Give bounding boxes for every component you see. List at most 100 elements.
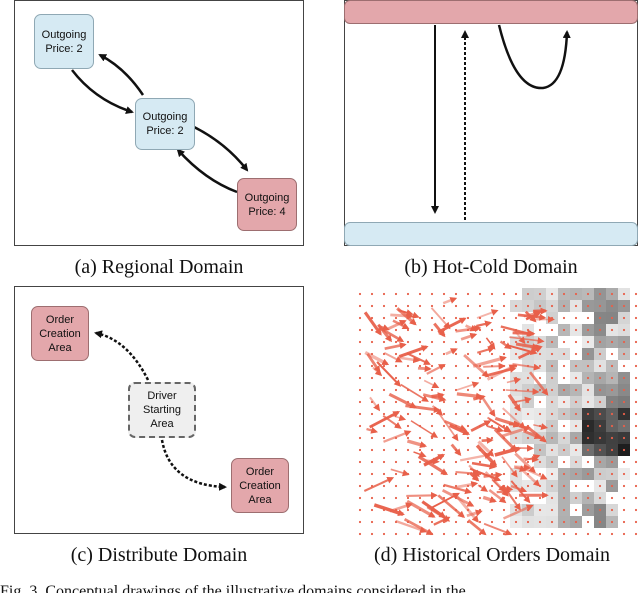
grid-dot: [370, 460, 374, 464]
grid-dot: [490, 400, 494, 404]
grid-dot: [478, 400, 482, 404]
grid-dot: [526, 520, 530, 524]
grid-dot: [466, 424, 470, 428]
flow-vector: [468, 464, 480, 478]
grid-dot: [514, 340, 518, 344]
grid-dot: [466, 364, 470, 368]
grid-dot: [622, 436, 626, 440]
grid-dot: [586, 424, 590, 428]
grid-dot: [538, 328, 542, 332]
grid-dot: [538, 352, 542, 356]
grid-dot: [454, 340, 458, 344]
grid-dot: [622, 328, 626, 332]
flow-vector: [482, 495, 497, 503]
grid-dot: [634, 364, 638, 368]
grid-dot: [550, 460, 554, 464]
grid-dot: [562, 424, 566, 428]
flow-vector: [448, 423, 471, 436]
grid-dot: [622, 292, 626, 296]
grid-dot: [454, 472, 458, 476]
grid-dot: [634, 532, 638, 536]
grid-dot: [526, 328, 530, 332]
grid-dot: [358, 484, 362, 488]
grid-dot: [442, 316, 446, 320]
grid-dot: [634, 328, 638, 332]
grid-dot: [502, 520, 506, 524]
grid-dot: [370, 328, 374, 332]
flow-vector: [382, 414, 402, 429]
grid-dot: [382, 472, 386, 476]
grid-dot: [610, 328, 614, 332]
grid-dot: [490, 484, 494, 488]
grid-dot: [502, 508, 506, 512]
flow-vector: [456, 392, 483, 400]
flow-vector: [488, 488, 507, 504]
grid-dot: [622, 340, 626, 344]
grid-dot: [394, 340, 398, 344]
grid-dot: [610, 364, 614, 368]
grid-dot: [358, 388, 362, 392]
grid-dot: [406, 304, 410, 308]
grid-dot: [430, 472, 434, 476]
grid-dot: [418, 472, 422, 476]
grid-dot: [634, 388, 638, 392]
grid-dot: [610, 316, 614, 320]
grid-dot: [550, 304, 554, 308]
grid-dot: [634, 292, 638, 296]
flow-vector: [510, 484, 528, 493]
grid-dot: [610, 424, 614, 428]
grid-dot: [574, 328, 578, 332]
grid-dot: [406, 412, 410, 416]
grid-dot: [574, 292, 578, 296]
grid-dot: [466, 508, 470, 512]
grid-dot: [394, 400, 398, 404]
flow-vector: [506, 377, 522, 385]
grid-dot: [502, 316, 506, 320]
grid-dot: [442, 508, 446, 512]
grid-dot: [490, 508, 494, 512]
arrow-a2-to-a1: [98, 53, 145, 96]
grid-dot: [394, 448, 398, 452]
grid-dot: [526, 448, 530, 452]
grid-dot: [526, 376, 530, 380]
grid-dot: [622, 484, 626, 488]
grid-dot: [382, 340, 386, 344]
grid-dot: [502, 388, 506, 392]
grid-dot: [550, 292, 554, 296]
flow-vector: [485, 337, 496, 350]
grid-dot: [358, 292, 362, 296]
grid-dot: [550, 364, 554, 368]
grid-dot: [562, 400, 566, 404]
grid-dot: [358, 352, 362, 356]
flow-vector: [443, 483, 473, 495]
grid-dot: [562, 328, 566, 332]
grid-dot: [430, 292, 434, 296]
grid-dot: [574, 340, 578, 344]
grid-dot: [562, 352, 566, 356]
grid-dot: [634, 448, 638, 452]
grid-dot: [550, 376, 554, 380]
grid-dot: [598, 328, 602, 332]
grid-dot: [514, 304, 518, 308]
grid-dot: [598, 496, 602, 500]
grid-dot: [586, 448, 590, 452]
grid-dot: [406, 376, 410, 380]
grid-dot: [574, 484, 578, 488]
grid-dot: [538, 496, 542, 500]
grid-dot: [358, 328, 362, 332]
grid-dot: [406, 460, 410, 464]
grid-dot: [502, 304, 506, 308]
flow-vector: [532, 316, 555, 324]
flow-vector: [390, 468, 410, 477]
grid-dot: [502, 400, 506, 404]
grid-dot: [466, 436, 470, 440]
grid-dot: [598, 376, 602, 380]
grid-dot: [370, 436, 374, 440]
grid-dot: [490, 520, 494, 524]
grid-dot: [418, 340, 422, 344]
arrow-driver-to-top-order: [94, 330, 150, 381]
